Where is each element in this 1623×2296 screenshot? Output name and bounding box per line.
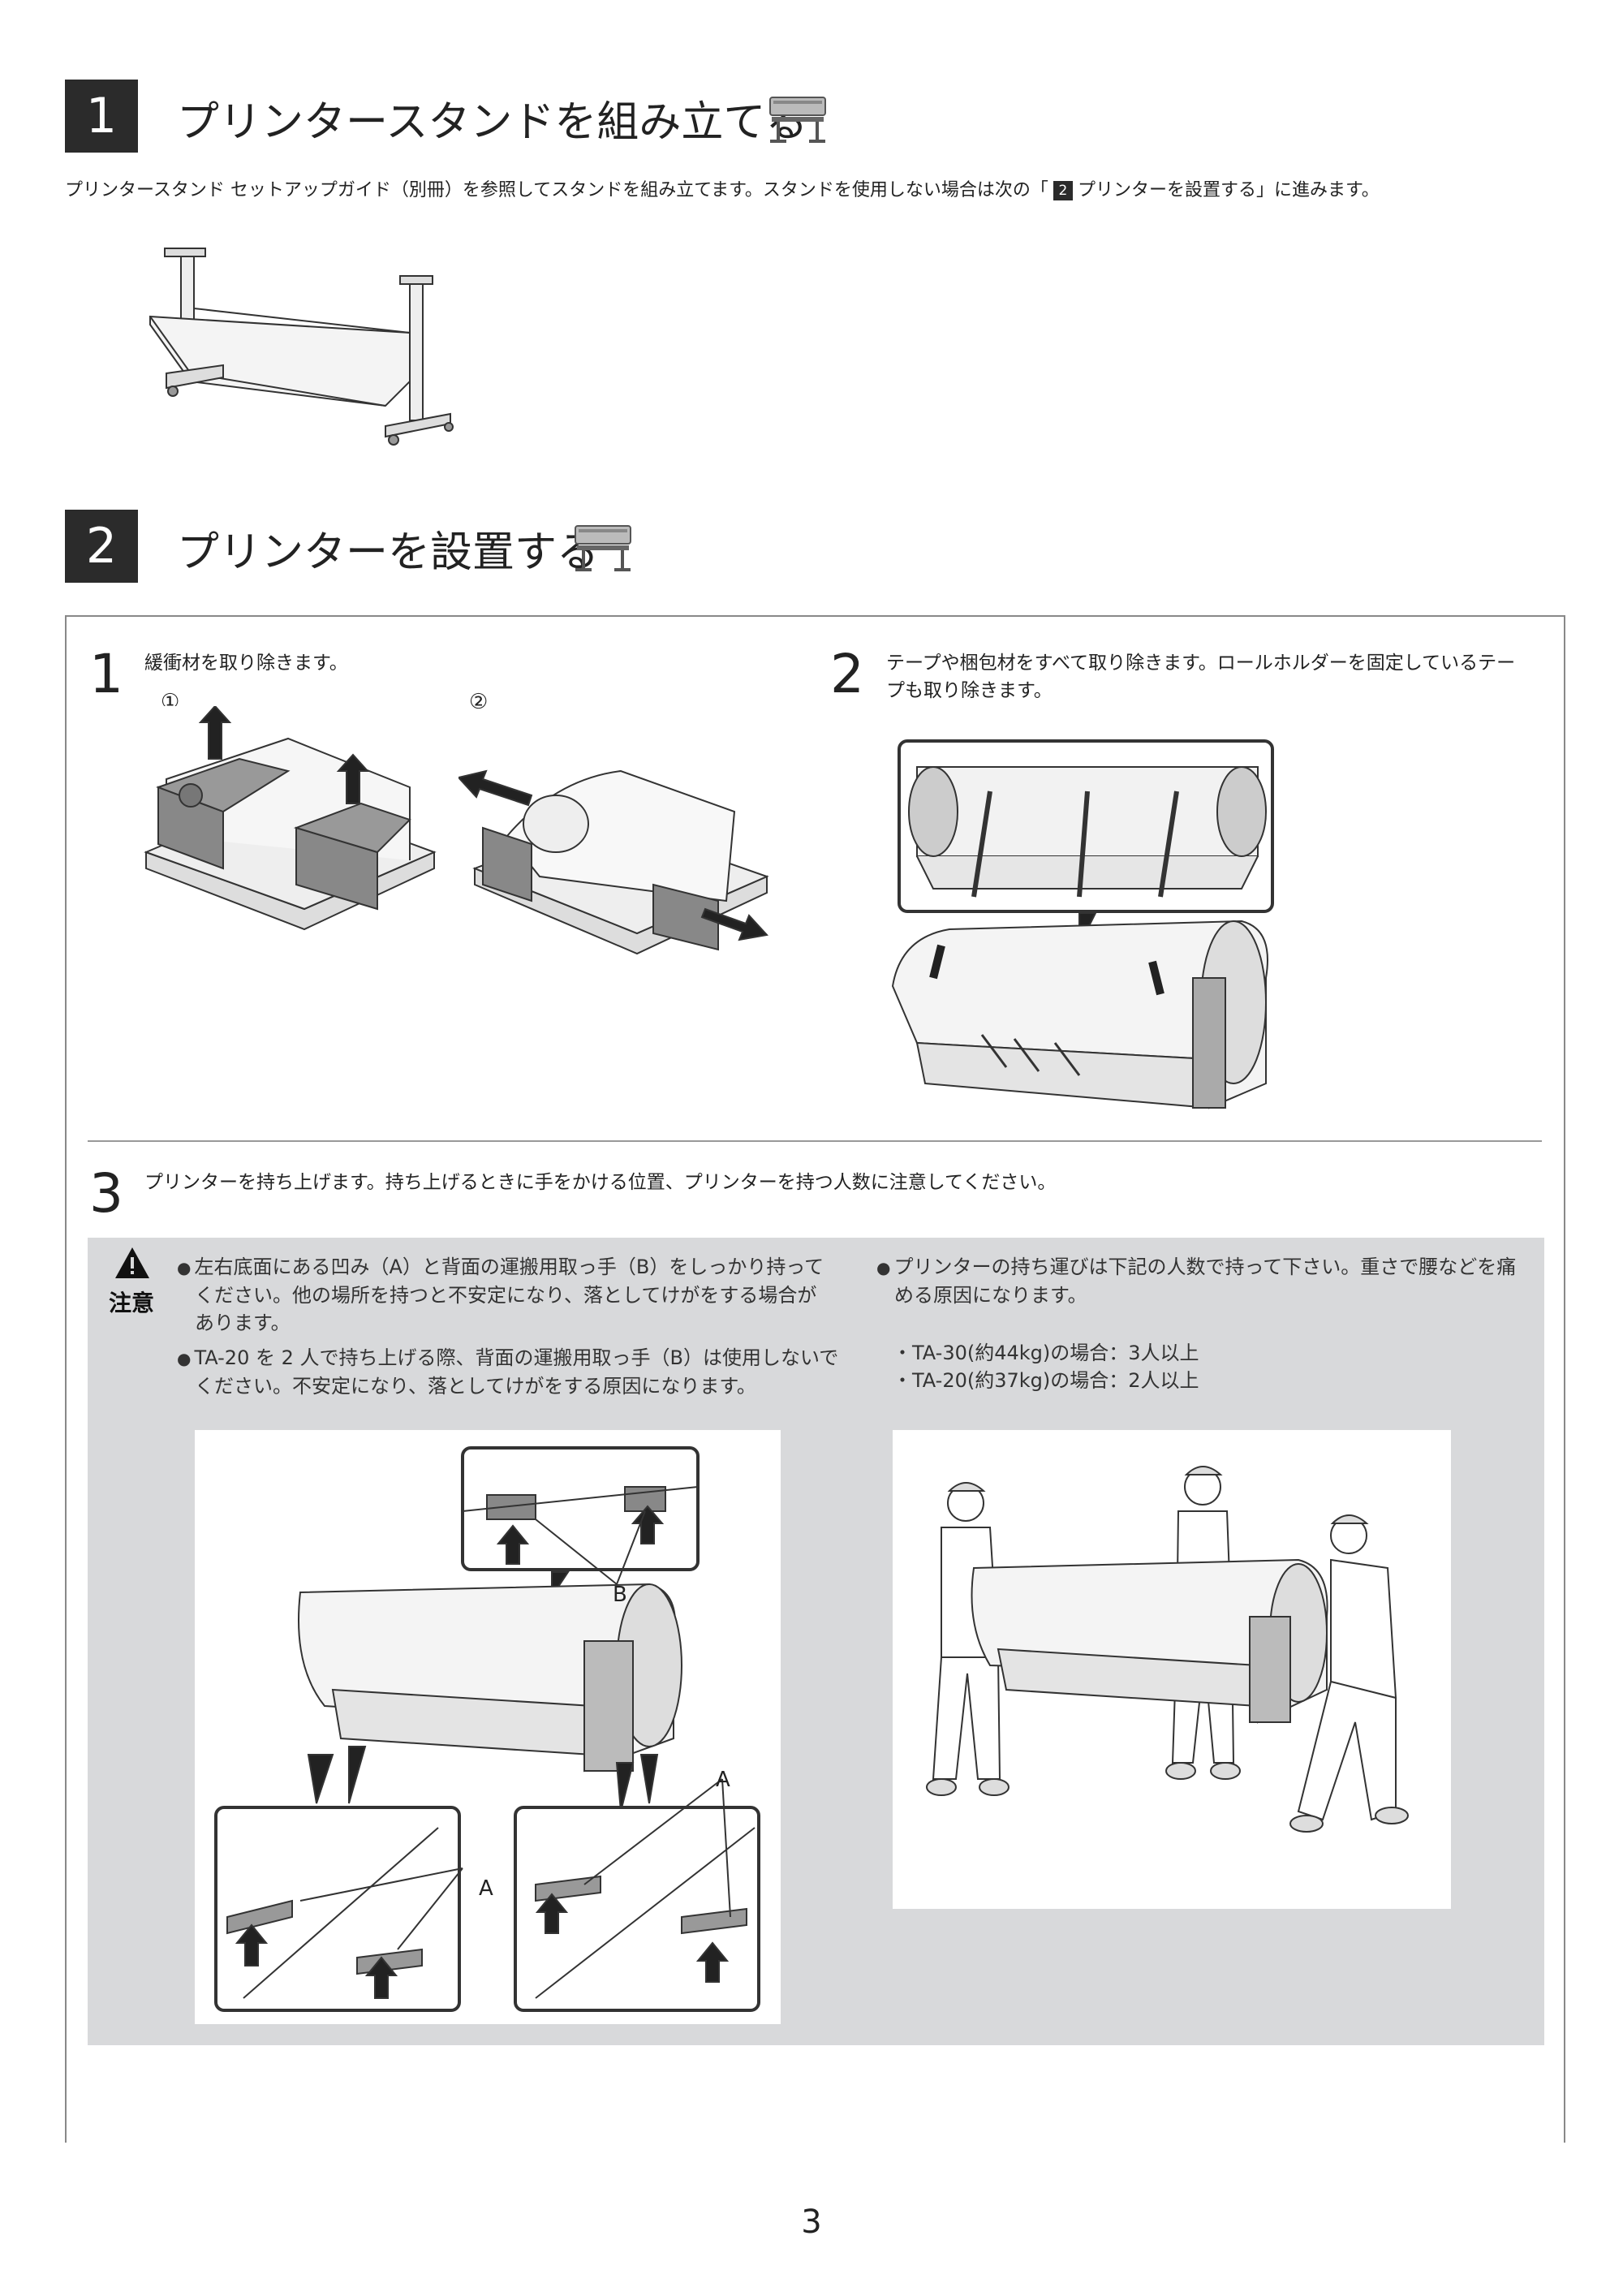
step2-text-line1: テープや梱包材をすべて取り除きます。ロールホルダーを固定しているテー — [886, 653, 1516, 674]
step3-number: 3 — [89, 1162, 123, 1225]
page-number: 3 — [801, 2203, 822, 2241]
caution-right-bullet: ●プリンターの持ち運びは下記の人数で持って下さい。重さで腰などを痛 める原因にな… — [876, 1253, 1526, 1309]
remove-tape-illustration — [885, 734, 1274, 1116]
step-divider — [88, 1140, 1542, 1142]
caution-left-bullet-2: ●TA-20 を 2 人で持ち上げる際、背面の運搬用取っ手（B）は使用しないで … — [177, 1344, 875, 1400]
left-bullet-2-line1: TA-20 を 2 人で持ち上げる際、背面の運搬用取っ手（B）は使用しないで — [194, 1346, 839, 1369]
label-A-left: A — [479, 1876, 493, 1901]
section2-frame — [65, 615, 1565, 2143]
left-bullet-2-line2: ください。不安定になり、落としてけがをする原因になります。 — [195, 1375, 756, 1398]
section2-ref-badge: 2 — [1053, 181, 1073, 200]
weight-item-ta20: ・TA-20(約37kg)の場合：2人以上 — [893, 1369, 1199, 1392]
section1-number: 1 — [65, 80, 138, 153]
right-bullet-line1: プリンターの持ち運びは下記の人数で持って下さい。重さで腰などを痛 — [893, 1256, 1517, 1278]
remove-cushion-illustration-2 — [458, 747, 783, 990]
caution-warning-icon — [114, 1246, 151, 1280]
step1-number: 1 — [89, 643, 123, 705]
printer-on-stand-icon — [572, 521, 634, 575]
caution-weight-list: ・TA-30(約44kg)の場合：3人以上 ・TA-20(約37kg)の場合：2… — [893, 1339, 1199, 1394]
left-bullet-1-line1: 左右底面にある凹み（A）と背面の運搬用取っ手（B）をしっかり持って — [194, 1256, 824, 1278]
lifting-points-illustration — [195, 1430, 781, 2024]
weight-item-ta30: ・TA-30(約44kg)の場合：3人以上 — [893, 1342, 1199, 1364]
step2-number: 2 — [830, 643, 864, 705]
step3-text: プリンターを持ち上げます。持ち上げるときに手をかける位置、プリンターを持つ人数に… — [144, 1172, 1057, 1193]
remove-cushion-illustration-1 — [142, 706, 442, 941]
left-bullet-1-line2: ください。他の場所を持つと不安定になり、落としてけがをする場合が — [195, 1284, 817, 1307]
intro-text-after: プリンターを設置する」に進みます。 — [1077, 180, 1380, 200]
caution-label: 注意 — [109, 1290, 155, 1316]
step2-text-line2: プも取り除きます。 — [886, 680, 1053, 701]
printer-stand-icon — [767, 93, 829, 146]
label-A-right: A — [716, 1768, 730, 1792]
section1-title: プリンタースタンドを組み立てる — [177, 98, 808, 147]
right-bullet-line2: める原因になります。 — [894, 1284, 1087, 1307]
left-bullet-1-line3: あります。 — [195, 1312, 291, 1334]
step1-text: 緩衝材を取り除きます。 — [144, 653, 348, 674]
section2-number: 2 — [65, 510, 138, 583]
section1-intro: プリンタースタンド セットアップガイド（別冊）を参照してスタンドを組み立てます。… — [65, 175, 1380, 201]
step1-sub-2: ② — [469, 690, 489, 714]
three-people-carrying-illustration — [893, 1430, 1451, 1909]
intro-text-before: プリンタースタンド セットアップガイド（別冊）を参照してスタンドを組み立てます。… — [65, 180, 1048, 200]
printer-stand-illustration — [142, 243, 467, 463]
label-B: B — [613, 1583, 627, 1607]
section2-title: プリンターを設置する — [177, 528, 600, 577]
caution-left-bullet-1: ●左右底面にある凹み（A）と背面の運搬用取っ手（B）をしっかり持って ください。… — [177, 1253, 875, 1337]
